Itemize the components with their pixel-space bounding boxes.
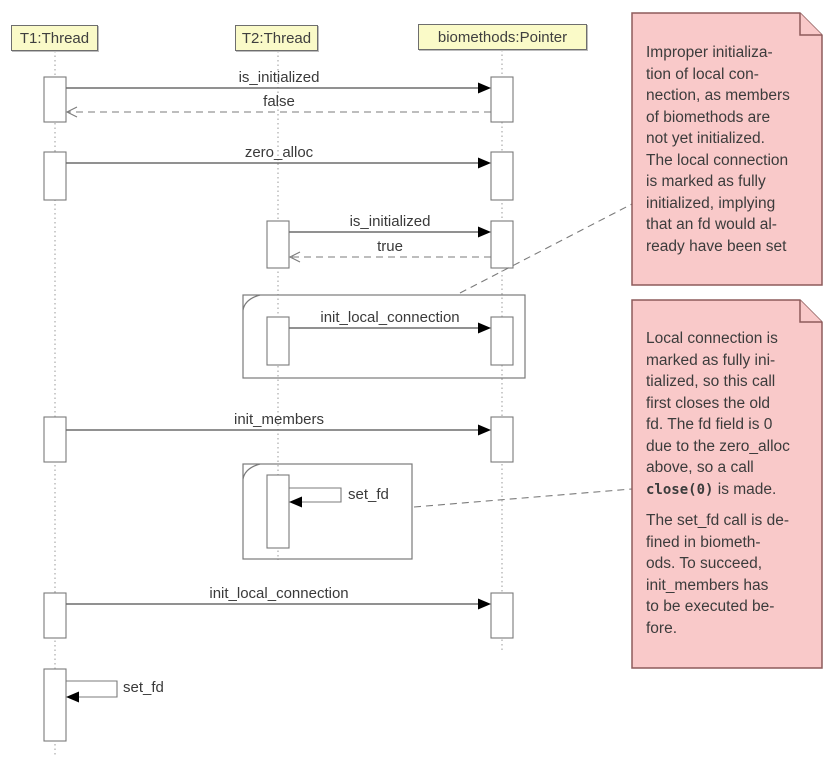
return-messages <box>65 106 491 263</box>
note2-paragraph1: Local connection is marked as fully ini-… <box>646 330 790 476</box>
arrowhead-icon <box>66 691 79 703</box>
message-label-init-members: init_members <box>233 411 325 428</box>
note1-text: Improper initializa- tion of local con- … <box>646 44 790 255</box>
arrowhead-icon <box>478 82 491 94</box>
arrowhead-icon <box>478 322 491 334</box>
activation-t1 <box>43 668 67 742</box>
activation-biomethods <box>490 151 514 201</box>
note2-fold-icon <box>799 300 822 323</box>
message-label-init-local-connection: init_local_connection <box>320 309 460 326</box>
message-label-set-fd: set_fd <box>123 679 164 696</box>
call-arrowheads <box>478 82 491 610</box>
self-arrowheads <box>66 496 302 703</box>
message-label-false: false <box>263 93 295 110</box>
message-label-true: true <box>377 238 403 255</box>
arrowhead-icon <box>478 424 491 436</box>
note1-pointer-line <box>459 203 633 294</box>
note2-code-line: close(0) is made. <box>646 479 776 502</box>
frame-set-fd <box>242 463 413 560</box>
message-label-is-initialized: is_initialized <box>238 69 320 86</box>
frame-init-local-connection <box>242 294 526 379</box>
message-label-set-fd: set_fd <box>348 486 389 503</box>
activation-t1 <box>43 76 67 123</box>
activation-biomethods <box>490 416 514 463</box>
activation-biomethods <box>490 316 514 366</box>
activation-t2 <box>266 220 290 269</box>
activation-t1 <box>43 151 67 201</box>
note2-shape <box>631 299 823 669</box>
activation-t2 <box>266 316 290 366</box>
frame-corner-icon <box>242 294 261 311</box>
activation-t2 <box>266 474 290 549</box>
note1-shape <box>631 12 823 286</box>
lifeline-header-t2: T2:Thread <box>235 25 318 51</box>
frames <box>242 294 526 560</box>
note2-pointer-line <box>413 488 633 508</box>
call-messages <box>66 87 479 605</box>
activation-biomethods <box>490 76 514 123</box>
open-arrowhead-icon <box>65 106 78 118</box>
self-messages <box>66 487 342 698</box>
activations <box>43 76 514 742</box>
note2-paragraph2: The set_fd call is de- fined in biometh-… <box>646 512 790 637</box>
activation-t1 <box>43 416 67 463</box>
lifeline-header-biomethods: biomethods:Pointer <box>418 24 587 50</box>
note2-code-suffix: is made. <box>713 481 777 498</box>
arrowhead-icon <box>478 157 491 169</box>
open-arrowhead-icon <box>288 251 301 263</box>
arrowhead-icon <box>478 598 491 610</box>
activation-biomethods <box>490 220 514 269</box>
arrowhead-icon <box>289 496 302 508</box>
note2-code: close(0) <box>646 482 714 498</box>
lifeline-header-t1: T1:Thread <box>11 25 98 51</box>
message-label-init-local-connection: init_local_connection <box>209 585 349 602</box>
arrowhead-icon <box>478 226 491 238</box>
note1-fold-icon <box>799 13 822 36</box>
message-label-zero-alloc: zero_alloc <box>244 144 314 161</box>
notes-shapes <box>631 12 823 669</box>
self-message-loop <box>66 680 118 698</box>
activation-t1 <box>43 592 67 639</box>
self-message-loop <box>289 487 342 503</box>
message-label-is-initialized: is_initialized <box>349 213 431 230</box>
activation-biomethods <box>490 592 514 639</box>
note-pointers <box>413 203 633 508</box>
frame-corner-icon <box>242 463 261 480</box>
